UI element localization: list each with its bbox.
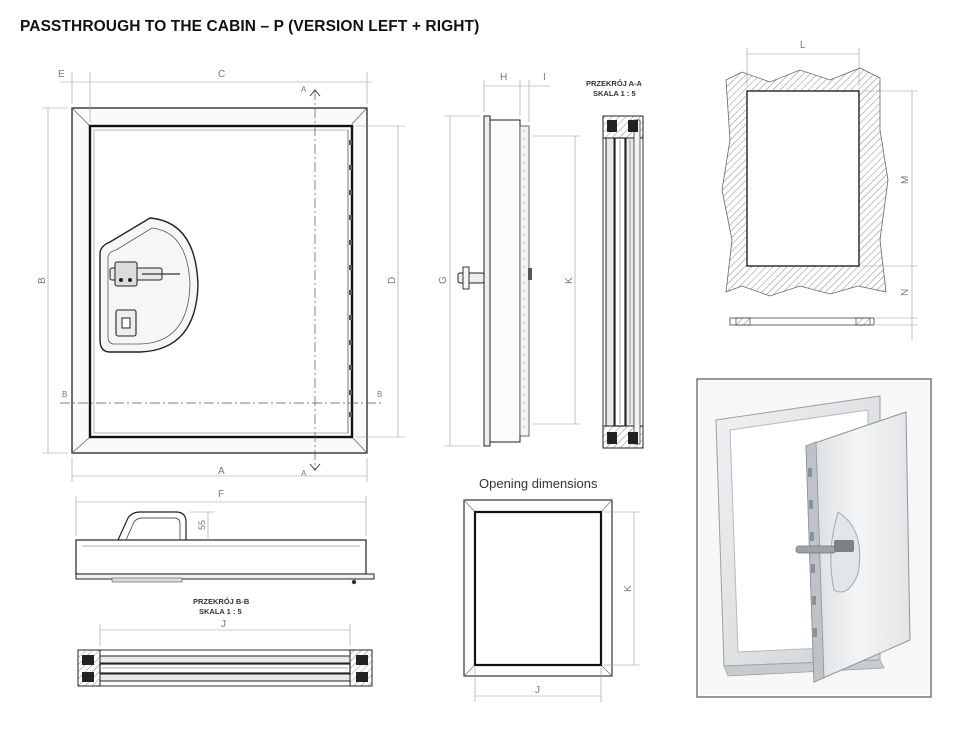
hinge-marks — [349, 140, 352, 417]
dim-label-l: L — [800, 40, 806, 51]
dim-label-n: N — [900, 289, 911, 296]
dim-label-e: E — [58, 69, 65, 80]
dim-label-55: 55 — [197, 520, 207, 530]
product-render — [696, 378, 932, 698]
dim-label-d: D — [387, 277, 398, 284]
dim-label-j-bb: J — [221, 619, 226, 630]
dim-label-b: B — [37, 277, 48, 284]
section-mark-a-bottom: A — [301, 469, 307, 478]
dim-label-a: A — [218, 466, 225, 477]
dim-label-h: H — [500, 72, 507, 83]
opening-dimensions-view — [463, 499, 640, 702]
render-hinges — [808, 468, 817, 637]
dim-label-k-opening: K — [623, 585, 634, 592]
section-aa — [602, 115, 644, 449]
dim-label-k-side: K — [564, 277, 575, 284]
section-bb-scale: SKALA 1 : 5 — [199, 607, 242, 616]
section-aa-title: PRZEKRÓJ A-A — [586, 79, 643, 88]
wall-opening-view — [721, 48, 918, 340]
section-mark-a-top: A — [301, 85, 307, 94]
dim-label-i: I — [543, 72, 546, 83]
top-view — [75, 496, 375, 585]
page-title: PASSTHROUGH TO THE CABIN – P (VERSION LE… — [20, 18, 480, 35]
opening-dimensions-label: Opening dimensions — [479, 476, 598, 491]
dim-label-c: C — [218, 69, 225, 80]
section-mark-b-right: B — [377, 390, 382, 399]
dim-label-f: F — [218, 489, 224, 500]
front-view — [42, 72, 405, 482]
section-mark-b-left: B — [62, 390, 67, 399]
section-aa-scale: SKALA 1 : 5 — [593, 89, 636, 98]
dim-label-j-opening: J — [535, 685, 540, 696]
section-bb — [77, 624, 373, 687]
section-bb-title: PRZEKRÓJ B-B — [193, 597, 250, 606]
dim-label-g: G — [438, 276, 449, 284]
dim-label-m: M — [900, 176, 911, 184]
side-view — [444, 80, 580, 447]
